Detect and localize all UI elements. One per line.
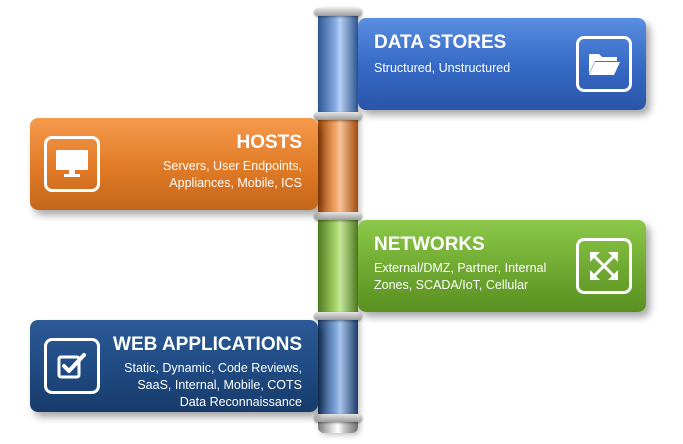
pole-segment-navy: [318, 318, 358, 414]
card-description-line: Servers, User Endpoints,: [163, 159, 302, 173]
expand-arrows-icon: [576, 238, 632, 294]
card-description-line: Zones, SCADA/IoT, Cellular: [374, 278, 529, 292]
card-description-line: Data Reconnaissance: [179, 395, 302, 409]
card-description-line: Structured, Unstructured: [374, 61, 511, 75]
pole-ring: [314, 212, 362, 220]
card-data-stores: DATA STORES Structured, Unstructured: [358, 18, 646, 110]
card-web-applications: WEB APPLICATIONS Static, Dynamic, Code R…: [30, 320, 318, 412]
card-description-line: External/DMZ, Partner, Internal: [374, 261, 547, 275]
checkbox-icon: [44, 338, 100, 394]
card-title: DATA STORES: [374, 32, 507, 53]
card-title: HOSTS: [236, 132, 302, 153]
card-title: NETWORKS: [374, 234, 485, 255]
card-description-line: Appliances, Mobile, ICS: [169, 176, 302, 190]
card-description: Servers, User Endpoints, Appliances, Mob…: [163, 158, 302, 192]
folder-icon: [576, 36, 632, 92]
card-description-line: SaaS, Internal, Mobile, COTS: [137, 378, 302, 392]
monitor-icon: [44, 136, 100, 192]
pole-ring: [314, 8, 362, 16]
pole-segment-orange: [318, 118, 358, 214]
card-description: External/DMZ, Partner, Internal Zones, S…: [374, 260, 546, 294]
pole-segment-blue: [318, 16, 358, 112]
pole-ring: [314, 112, 362, 120]
card-description: Static, Dynamic, Code Reviews, SaaS, Int…: [124, 360, 302, 411]
card-title: WEB APPLICATIONS: [113, 334, 302, 355]
pole-segment-green: [318, 218, 358, 314]
card-description-line: Static, Dynamic, Code Reviews,: [124, 361, 302, 375]
pole-ring: [314, 312, 362, 320]
pole-ring: [314, 414, 362, 422]
card-networks: NETWORKS External/DMZ, Partner, Internal…: [358, 220, 646, 312]
card-hosts: HOSTS Servers, User Endpoints, Appliance…: [30, 118, 318, 210]
card-description: Structured, Unstructured: [374, 60, 510, 77]
